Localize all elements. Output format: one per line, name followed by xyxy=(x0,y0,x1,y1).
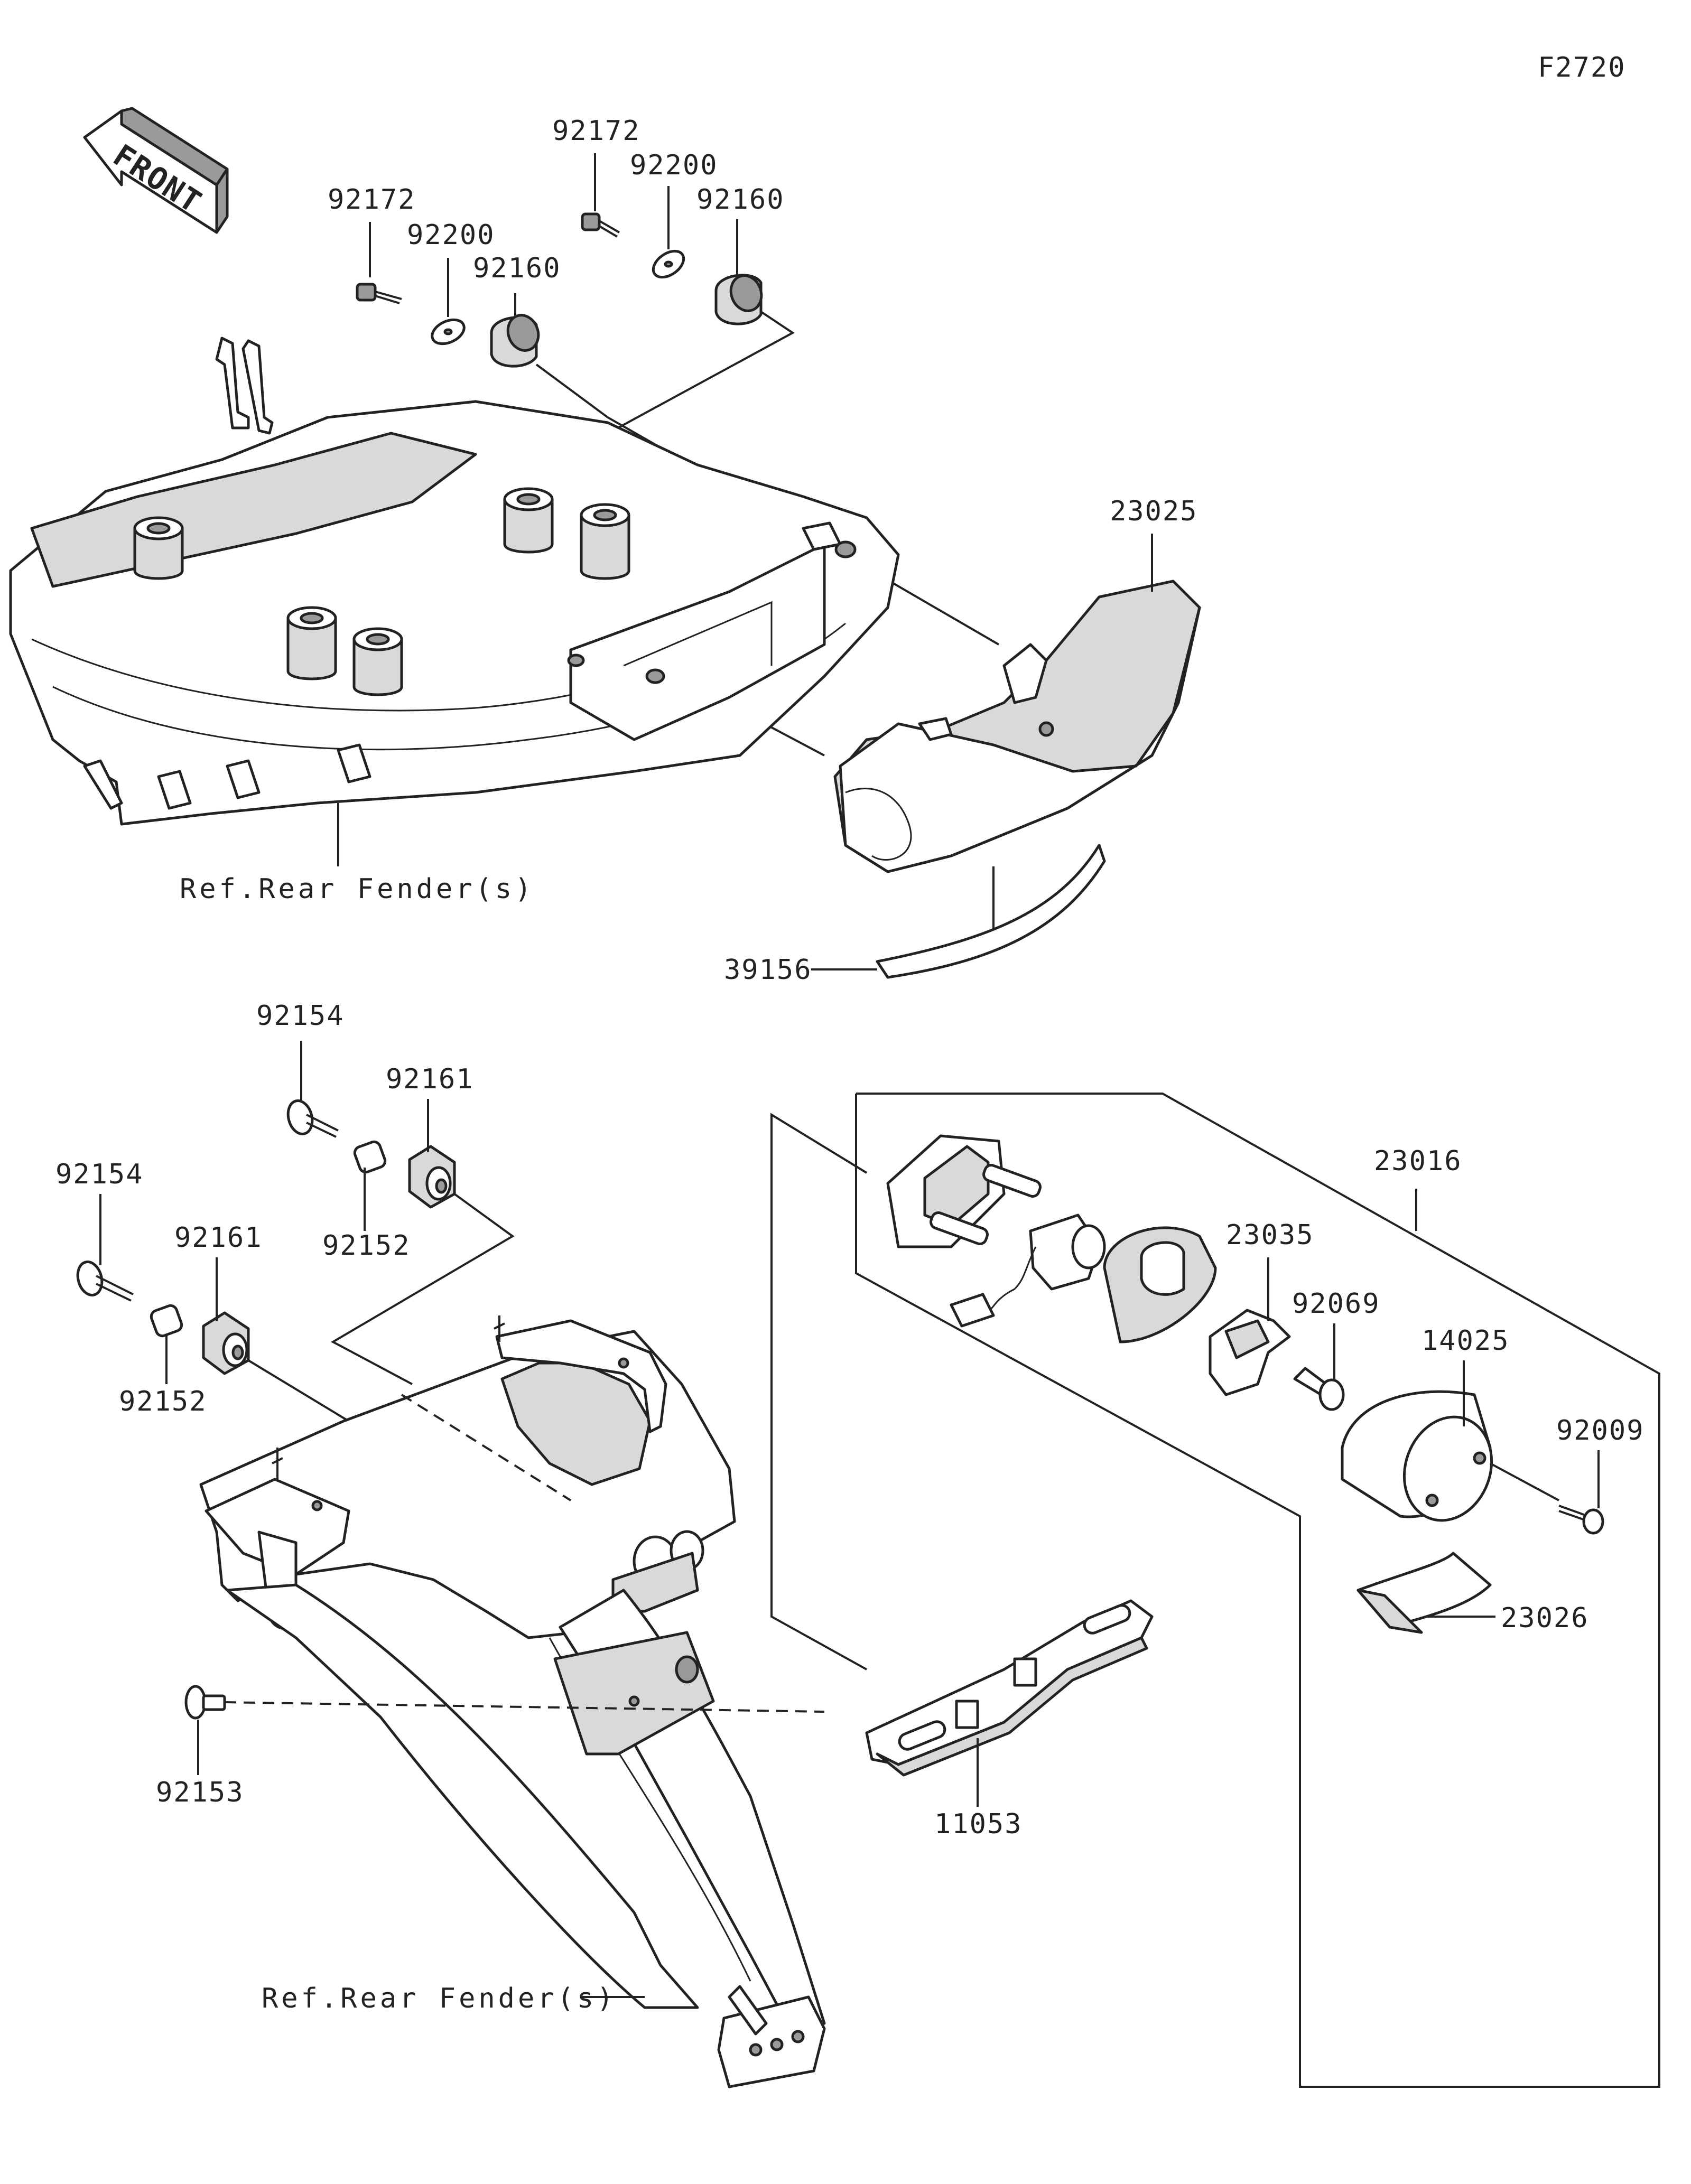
label-92069: 92069 xyxy=(1292,1288,1380,1320)
washer-92200-left xyxy=(431,318,466,346)
lens-14025 xyxy=(1341,1390,1493,1522)
label-92172-left: 92172 xyxy=(328,184,416,216)
label-92153: 92153 xyxy=(156,1777,244,1808)
rear-fender-upper xyxy=(9,337,900,826)
bolt-92172-right xyxy=(581,212,620,238)
grommet-92160-left xyxy=(490,314,540,368)
grommet-92160-right xyxy=(714,274,763,325)
cover-23026 xyxy=(1356,1552,1492,1634)
assembly-line-lower-upper xyxy=(330,1193,515,1385)
collar-92152-lower xyxy=(150,1304,183,1338)
assembly-outline-23016 xyxy=(855,1093,1660,2088)
label-92160-right: 92160 xyxy=(696,184,785,216)
dashed-line-92153 xyxy=(224,1701,825,1713)
washer-92200-right xyxy=(652,249,685,279)
clip-23035 xyxy=(1209,1309,1291,1396)
front-direction-arrow-icon: FRONT xyxy=(83,107,229,234)
label-23025: 23025 xyxy=(1110,496,1198,527)
grommet-92161-upper xyxy=(408,1145,456,1209)
gasket-39156 xyxy=(876,844,1106,979)
label-92161-lower: 92161 xyxy=(174,1222,263,1254)
label-92200-right: 92200 xyxy=(630,150,718,181)
collar-92152-upper xyxy=(353,1140,387,1174)
label-92009: 92009 xyxy=(1556,1415,1644,1446)
lamp-socket-ring xyxy=(1103,1226,1217,1343)
label-39156: 39156 xyxy=(724,954,812,986)
label-92154-upper: 92154 xyxy=(256,1000,345,1032)
screw-92154-upper xyxy=(286,1099,339,1138)
label-ref-rear-fender-bottom: Ref.Rear Fender(s) xyxy=(262,1983,617,2014)
label-ref-rear-fender-top: Ref.Rear Fender(s) xyxy=(180,873,535,905)
tail-light-23025 xyxy=(833,580,1201,873)
label-11053: 11053 xyxy=(934,1808,1023,1840)
grommet-92161-lower xyxy=(202,1311,250,1375)
label-92161-upper: 92161 xyxy=(386,1063,474,1095)
label-14025: 14025 xyxy=(1421,1325,1510,1357)
assembly-bracket-23016-left xyxy=(770,1113,868,1670)
label-92172-right: 92172 xyxy=(552,115,640,147)
lamp-socket-housing xyxy=(886,1134,1042,1248)
label-92160-left: 92160 xyxy=(473,253,561,284)
label-92200-left: 92200 xyxy=(407,219,495,251)
figure-code: F2720 xyxy=(1538,52,1626,83)
assembly-line-lower-left xyxy=(247,1359,350,1422)
screw-92154-lower xyxy=(76,1261,134,1302)
bracket-11053 xyxy=(865,1599,1154,1777)
label-92152-upper: 92152 xyxy=(322,1230,411,1262)
bulb-92069 xyxy=(1293,1367,1345,1411)
label-23016: 23016 xyxy=(1374,1145,1462,1177)
label-92152-lower: 92152 xyxy=(119,1386,207,1417)
bolt-92153 xyxy=(184,1685,226,1720)
label-92154-lower: 92154 xyxy=(55,1159,144,1190)
screw-92009 xyxy=(1558,1505,1604,1535)
label-23035: 23035 xyxy=(1226,1219,1314,1251)
assembly-line-14025 xyxy=(1490,1462,1559,1501)
bulb-wire xyxy=(950,1214,1106,1328)
label-23026: 23026 xyxy=(1501,1602,1589,1634)
rear-fender-lower xyxy=(199,1315,826,2088)
bolt-92172-left xyxy=(356,283,402,304)
